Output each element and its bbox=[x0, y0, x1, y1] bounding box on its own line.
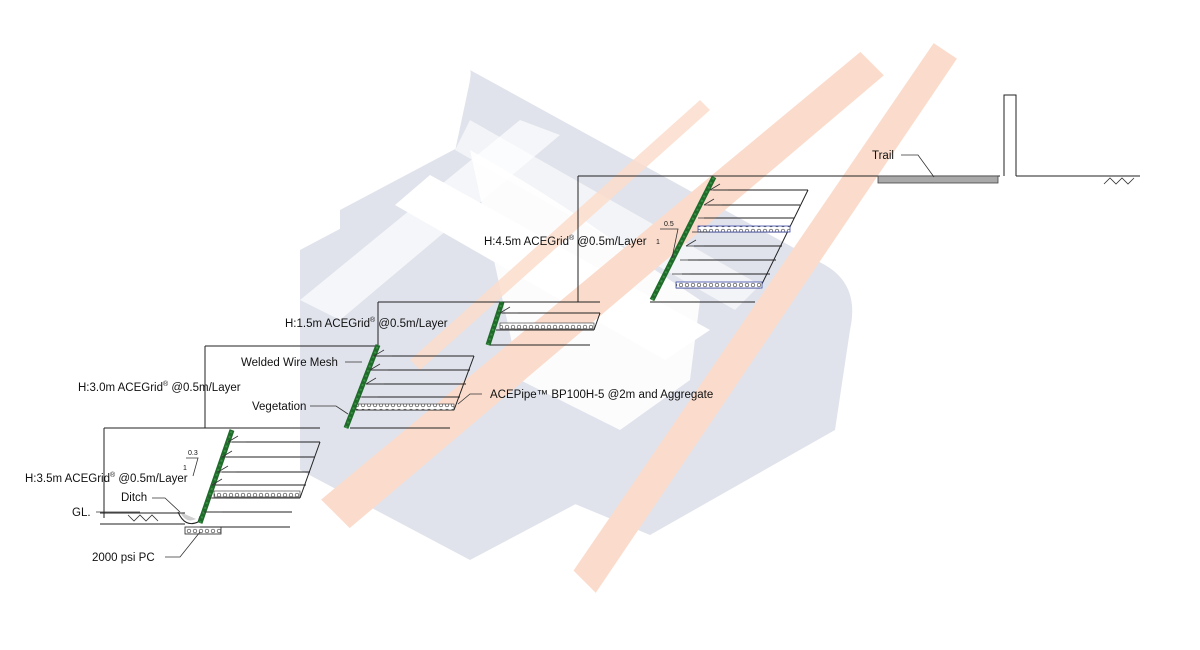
tier-3-wall bbox=[377, 301, 601, 346]
ditch-icon bbox=[177, 511, 201, 525]
tier-4-wall bbox=[577, 175, 1000, 303]
label-ditch: Ditch bbox=[121, 492, 147, 504]
ground-line bbox=[100, 512, 185, 525]
label-welded-wire-mesh: Welded Wire Mesh bbox=[241, 357, 338, 369]
label-h35: H:3.5m ACEGrid® @0.5m/Layer bbox=[25, 471, 188, 485]
slope-ratio-icon: 0.3 1 bbox=[183, 450, 199, 477]
ground-hatch-icon-top bbox=[1103, 177, 1135, 185]
ground-hatch-icon bbox=[127, 514, 159, 522]
label-vegetation: Vegetation bbox=[252, 401, 306, 413]
slope-ratio-icon-upper: 0.5 1 bbox=[656, 221, 679, 259]
label-h15: H:1.5m ACEGrid® @0.5m/Layer bbox=[285, 316, 448, 330]
top-ground bbox=[877, 94, 1140, 185]
concrete-footing bbox=[184, 526, 222, 535]
tier-1-wall bbox=[103, 427, 321, 528]
trail-surface bbox=[877, 175, 999, 184]
slope-lower-rise: 1 bbox=[183, 465, 187, 472]
label-h45: H:4.5m ACEGrid® @0.5m/Layer bbox=[484, 234, 647, 248]
slope-upper-run: 0.5 bbox=[664, 221, 674, 228]
guard-post bbox=[1003, 94, 1017, 176]
leader-lines bbox=[96, 154, 935, 558]
label-trail: Trail bbox=[872, 150, 894, 162]
slope-upper-rise: 1 bbox=[656, 239, 660, 246]
label-pc: 2000 psi PC bbox=[92, 552, 155, 564]
tier-2-wall bbox=[204, 344, 475, 429]
slope-lower-run: 0.3 bbox=[188, 450, 198, 457]
label-acepipe: ACEPipe™ BP100H-5 @2m and Aggregate bbox=[490, 389, 713, 401]
label-gl: GL. bbox=[72, 507, 91, 519]
label-h30: H:3.0m ACEGrid® @0.5m/Layer bbox=[78, 380, 241, 394]
